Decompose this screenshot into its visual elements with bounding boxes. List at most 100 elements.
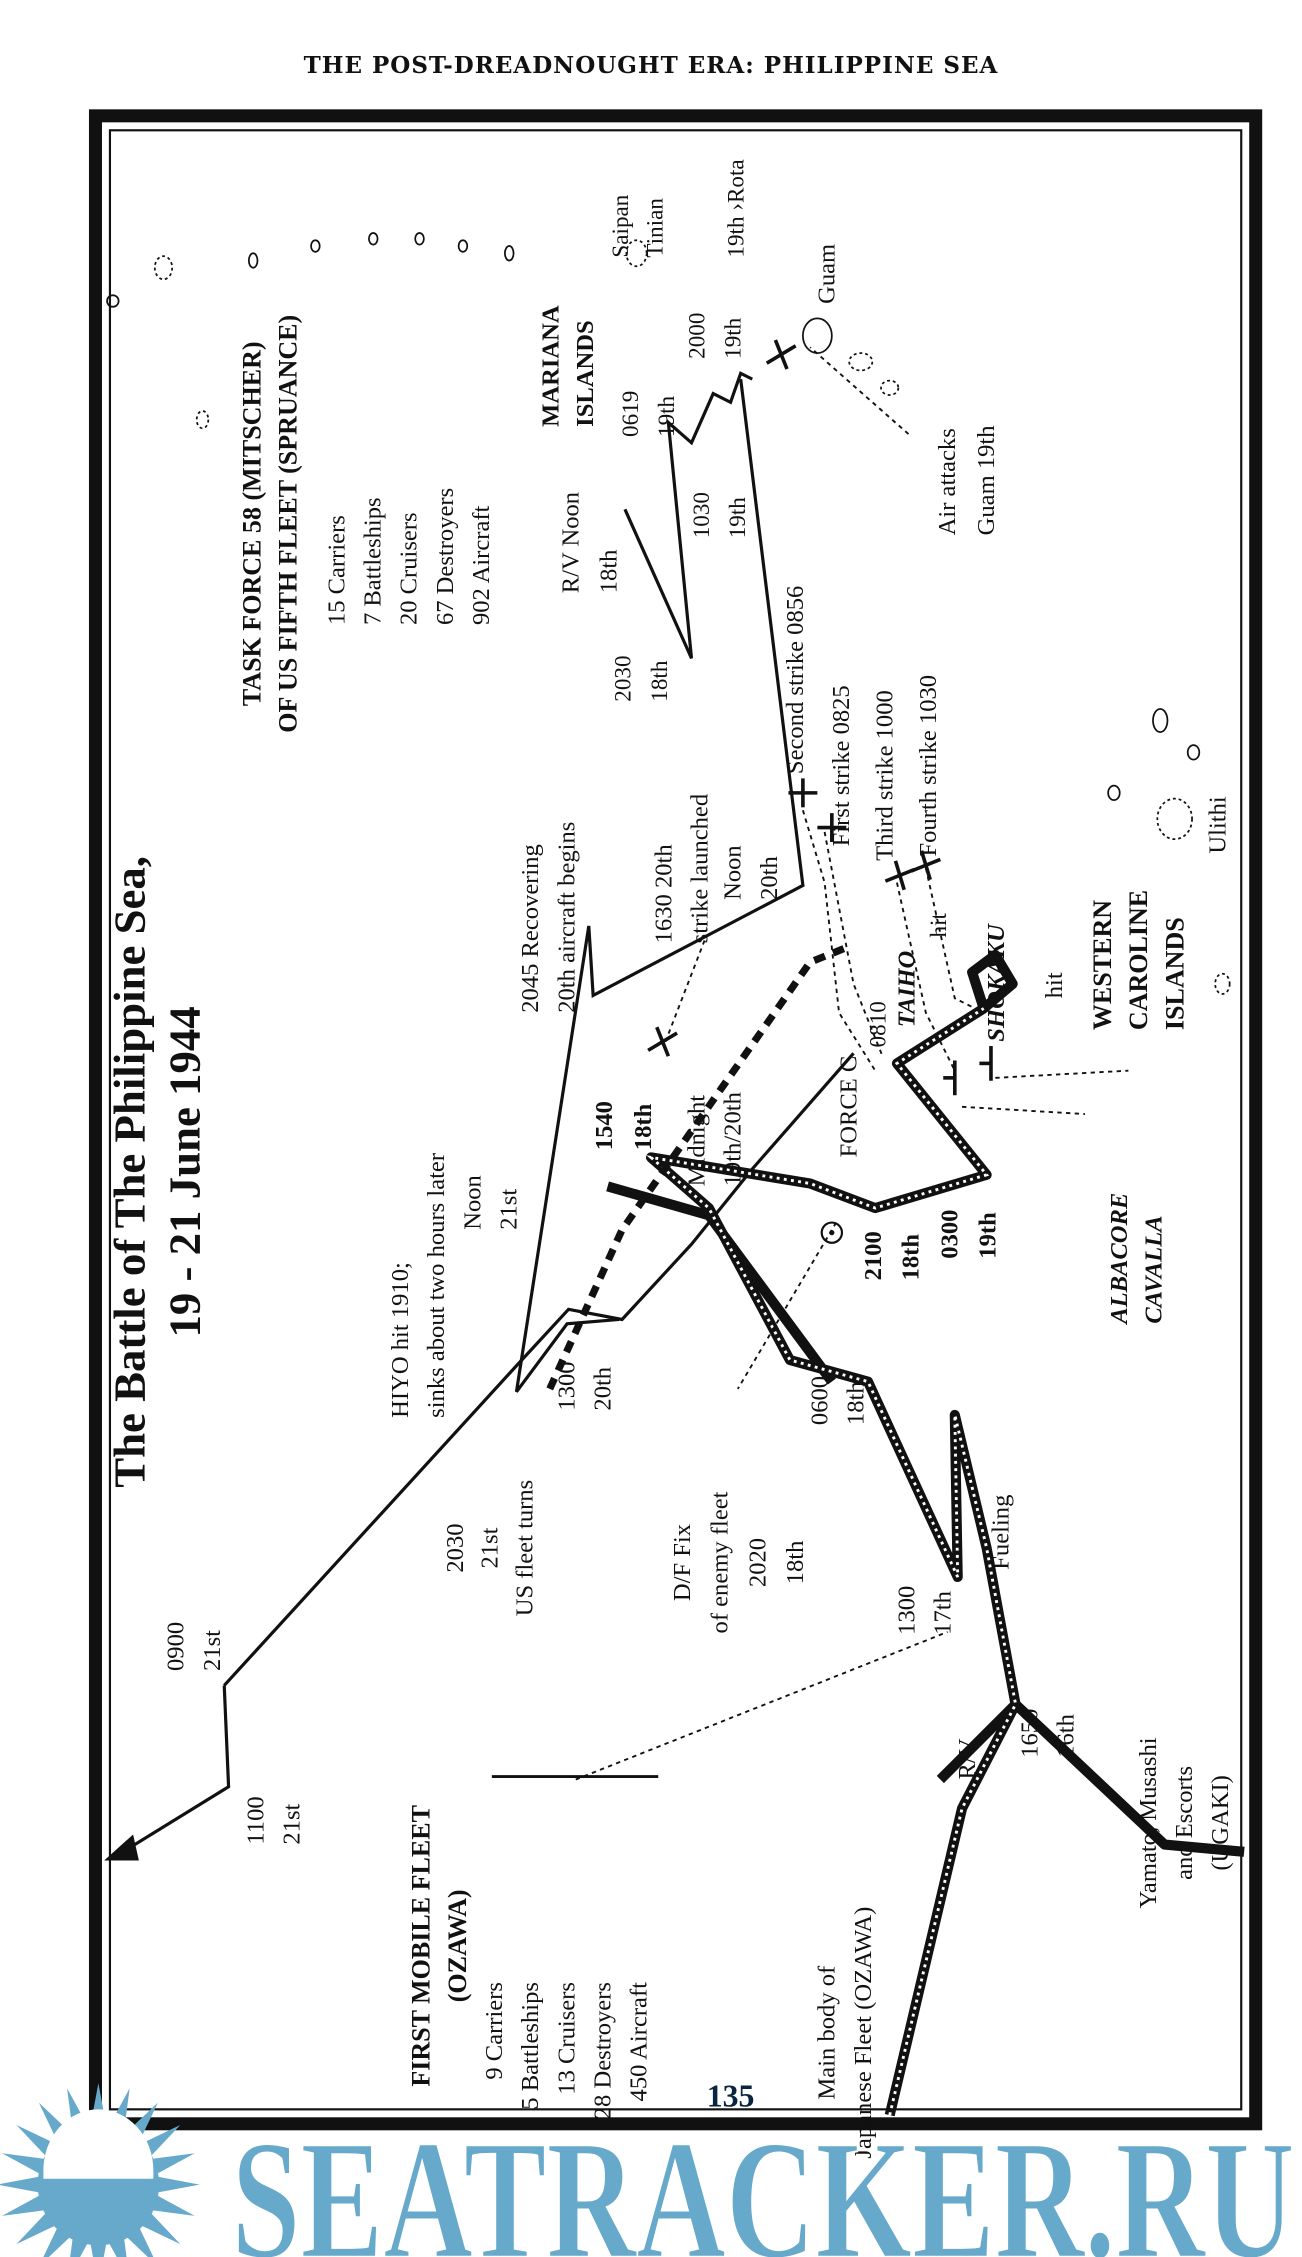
label-line: 19th — [725, 497, 751, 539]
label-strike2: Second strike 0856 — [782, 586, 809, 774]
label-line: 2100 — [860, 1231, 887, 1280]
label-line: hit — [1041, 972, 1068, 998]
label-shokaku: SHOKAKU — [983, 923, 1010, 1042]
label-t0810: 0810 — [865, 1001, 891, 1047]
label-line: 0810 — [865, 1001, 891, 1047]
label-line: (OZAWA) — [443, 1889, 472, 2002]
label-line: 0300 — [937, 1210, 964, 1259]
aircraft-icons — [647, 339, 993, 1096]
label-line: 20th — [589, 1367, 616, 1411]
label-line: US fleet turns — [511, 1480, 538, 1617]
label-strike3: Third strike 1000 — [872, 690, 899, 861]
label-line: 1650 — [1016, 1709, 1043, 1758]
label-tf58: TASK FORCE 58 (MITSCHER)OF US FIFTH FLEE… — [237, 315, 302, 733]
label-line: Noon — [720, 845, 747, 900]
label-line: ALBACORE — [1106, 1193, 1133, 1326]
label-line: Saipan — [608, 194, 634, 257]
label-line: and Escorts — [1171, 1766, 1198, 1880]
label-line: First strike 0825 — [828, 685, 855, 846]
label-line: D/F Fix — [669, 1524, 696, 1601]
label-line: OF US FIFTH FLEET (SPRUANCE) — [274, 315, 303, 733]
page-header: THE POST-DREADNOUGHT ERA: PHILIPPINE SEA — [303, 52, 999, 79]
aircraft-icon — [765, 339, 797, 370]
label-line: 21st — [495, 1189, 522, 1230]
label-line: Main body of — [814, 1965, 841, 2100]
map-frame — [88, 109, 1263, 2131]
label-line: 18th — [630, 1103, 657, 1150]
label-line: The Battle of The Philippine Sea, — [105, 856, 155, 1488]
label-rv: R/V — [954, 1738, 981, 1779]
label-line: 0900 — [163, 1622, 190, 1671]
label-hiyo: HIYO hit 1910;sinks about two hours late… — [387, 1153, 450, 1418]
label-line: CAVALLA — [1141, 1215, 1168, 1323]
label-t0619: 0619 19th — [618, 391, 680, 437]
label-strike4: Fourth strike 1030 — [915, 675, 942, 857]
label-line: 28 Destroyers — [589, 1982, 616, 2119]
label-line: 2000 — [685, 313, 711, 359]
label-line: 19th — [654, 395, 680, 437]
label-line: 13 Cruisers — [553, 1982, 580, 2095]
label-line: Third strike 1000 — [872, 690, 899, 861]
label-taiho-hit: hit — [926, 913, 952, 938]
label-line: 19th ›Rota — [724, 159, 750, 257]
arrow-icon — [104, 1834, 139, 1861]
label-line: Ulithi — [1204, 796, 1231, 854]
label-line: Yamato, Musashi — [1135, 1737, 1162, 1908]
map-inner-frame — [108, 129, 1243, 2111]
label-line: Noon — [459, 1175, 486, 1230]
label-line: 1030 — [689, 492, 715, 538]
label-line: Tinian — [643, 198, 669, 258]
label-line: 1300 — [893, 1586, 920, 1635]
label-t0300: 0300 19th — [937, 1210, 1002, 1259]
label-line: 2030 — [611, 655, 637, 701]
label-force-c: FORCE C — [835, 1056, 862, 1158]
label-line: 19 - 21 June 1944 — [160, 1006, 210, 1337]
label-line: 17th — [929, 1591, 956, 1635]
df-fix-marker-icon — [820, 1221, 844, 1244]
label-line: ISLANDS — [1160, 917, 1189, 1030]
label-subs: ALBACORE CAVALLA — [1106, 1193, 1168, 1326]
aircraft-icon — [788, 778, 818, 808]
label-line: 9 Carriers — [481, 1982, 508, 2080]
label-line: WESTERN — [1088, 900, 1117, 1030]
label-line: Guam — [814, 244, 841, 304]
label-line: R/V Noon — [558, 492, 585, 593]
label-line: Fueling — [987, 1495, 1014, 1570]
aircraft-icon — [647, 1026, 678, 1057]
label-line: (UGAKI) — [1207, 1775, 1234, 1871]
japanese-fleet-track — [546, 944, 1245, 2117]
page-number: 135 — [707, 2078, 755, 2113]
label-line: 0619 — [618, 391, 644, 437]
aircraft-icon — [884, 860, 915, 891]
label-line: 2045 Recovering — [517, 844, 544, 1013]
label-line: 18th — [843, 1381, 870, 1425]
strike-paths — [575, 346, 1129, 1781]
label-t1300-17: 1300 17th — [893, 1586, 956, 1635]
label-line: 1300 — [553, 1361, 580, 1410]
label-line: 19th/20th — [720, 1092, 747, 1186]
watermark-text: SEATRACKER.RU — [231, 2105, 1294, 2257]
label-t1300-20: 1300 20th — [553, 1361, 616, 1410]
label-line: sinks about two hours later — [423, 1153, 450, 1418]
label-ulithi: Ulithi — [1204, 796, 1231, 854]
label-line: SHOKAKU — [983, 923, 1010, 1042]
label-line: 1100 — [242, 1796, 269, 1844]
label-line: 67 Destroyers — [432, 488, 459, 625]
label-line: 20th aircraft begins — [553, 822, 580, 1013]
label-line: 19th — [974, 1212, 1001, 1259]
label-line: 21st — [278, 1803, 305, 1844]
watermark-logo: SEATRACKER.RU — [0, 2083, 1296, 2257]
label-line: 18th — [782, 1541, 809, 1585]
label-yamato: Yamato, Musashi and Escorts (UGAKI) — [1135, 1737, 1234, 1908]
